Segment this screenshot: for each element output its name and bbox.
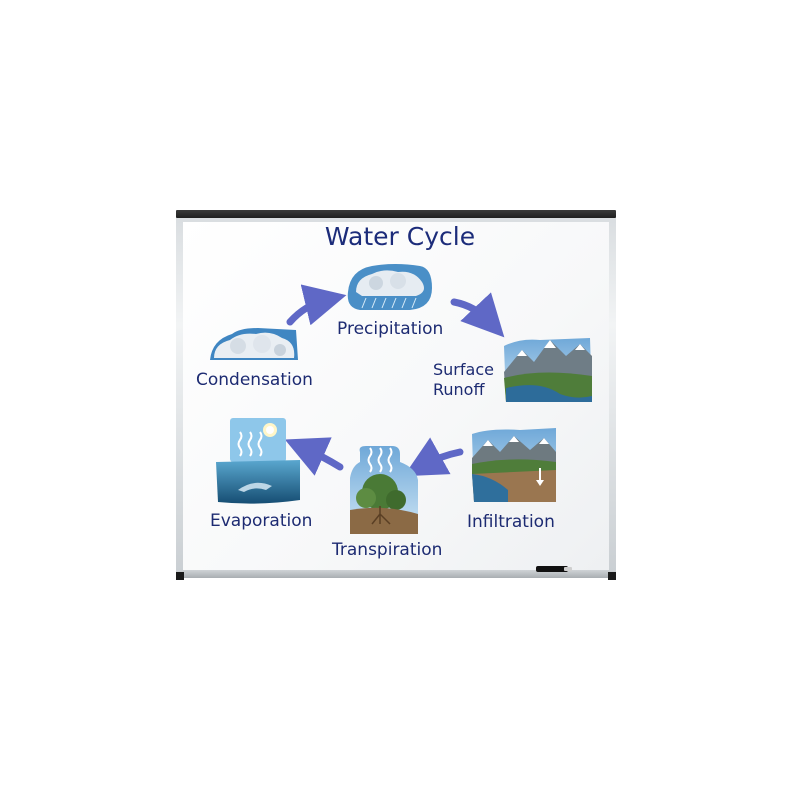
arrow-precipitation-to-runoff	[450, 292, 505, 338]
transpiration-image	[350, 446, 418, 534]
cycle-arrows	[284, 284, 505, 477]
arrow-infiltration-to-transpiration	[403, 437, 464, 477]
corner-cap-left	[176, 572, 184, 580]
diagram-title: Water Cycle	[324, 222, 476, 251]
label-condensation: Condensation	[196, 370, 313, 390]
corner-cap-right	[608, 572, 616, 580]
top-rail	[176, 210, 616, 218]
infiltration-image	[472, 428, 556, 502]
marker-tray	[176, 570, 616, 578]
arrow-transpiration-to-evaporation	[284, 437, 344, 476]
label-precipitation: Precipitation	[337, 319, 444, 339]
condensation-image	[210, 328, 298, 360]
arrow-condensation-to-precipitation	[286, 284, 347, 326]
label-surface-runoff: Surface Runoff	[433, 360, 494, 399]
surface-runoff-image	[504, 338, 592, 402]
evaporation-image	[216, 418, 300, 504]
label-transpiration: Transpiration	[332, 540, 443, 560]
dry-erase-marker	[536, 566, 568, 572]
label-infiltration: Infiltration	[467, 512, 555, 532]
marker-cap	[564, 567, 572, 571]
label-evaporation: Evaporation	[210, 511, 313, 531]
precipitation-image	[347, 264, 432, 310]
